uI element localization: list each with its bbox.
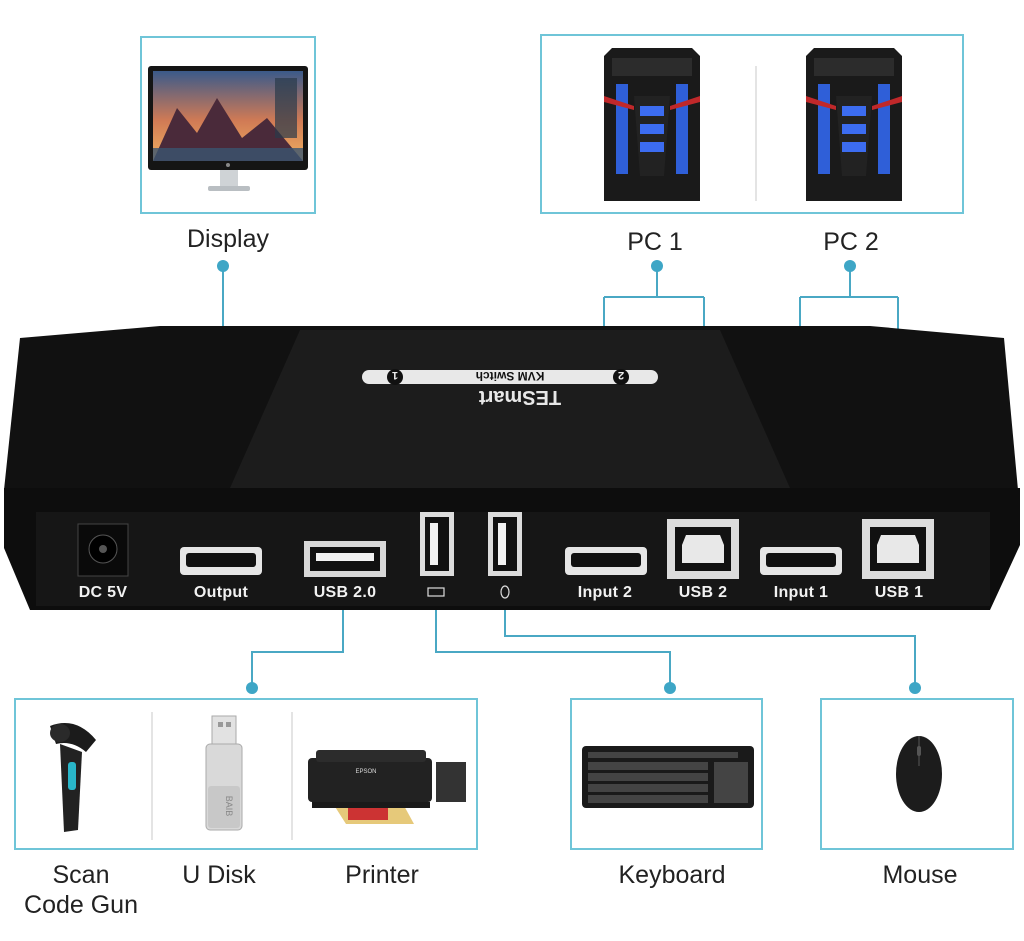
mouse-label: Mouse	[882, 861, 958, 889]
usb20-port	[304, 541, 386, 577]
switch-button-2: 2	[617, 369, 625, 381]
printer-brand: EPSON	[355, 769, 376, 775]
line-usb20-hub	[251, 600, 344, 688]
display-box	[140, 36, 316, 214]
hdmi-input2-port	[565, 547, 647, 575]
port-label-input1: Input 1	[773, 584, 829, 601]
usb-disk-brand: BAIB	[224, 796, 234, 817]
u-disk-label: U Disk	[182, 861, 256, 889]
switch-model: KVM Switch	[475, 369, 545, 383]
display-label: Display	[187, 225, 269, 253]
printer-icon	[308, 750, 466, 824]
keyboard-label: Keyboard	[618, 861, 726, 889]
dot-mouse	[909, 682, 921, 694]
usb-b-port-2	[667, 519, 739, 579]
usb-disk-icon	[205, 715, 243, 831]
switch-brand: TESmart	[478, 386, 562, 408]
port-label-usb1: USB 1	[874, 584, 924, 601]
monitor-image	[148, 66, 308, 191]
dot-keyboard	[664, 682, 676, 694]
pc2-label: PC 2	[823, 228, 879, 256]
line-keyboard	[435, 600, 671, 688]
mouse-box	[820, 698, 1014, 850]
pc2-tower	[806, 48, 902, 201]
usb-devices-box: BAIB EPSON	[14, 698, 478, 850]
mouse-image	[896, 736, 942, 812]
line-pc1	[603, 266, 705, 548]
port-label-output: Output	[193, 584, 249, 601]
pc-box	[540, 34, 964, 214]
dot-pc2	[844, 260, 856, 272]
port-label-usb2: USB 2	[678, 584, 728, 601]
pc1-tower	[604, 48, 700, 201]
mouse-port-icon	[500, 585, 510, 599]
keyboard-port-icon	[427, 587, 445, 597]
dc-jack	[77, 523, 129, 577]
line-pc2	[799, 266, 899, 548]
line-mouse	[504, 600, 916, 688]
hdmi-input1-port	[760, 547, 842, 575]
keyboard-box	[570, 698, 763, 850]
label-strip	[362, 370, 658, 384]
scanner-icon	[50, 723, 96, 832]
port-label-input2: Input 2	[577, 584, 633, 601]
printer-label: Printer	[345, 861, 419, 889]
dot-display	[217, 260, 229, 272]
scan-code-gun-label: Scan Code Gun	[24, 861, 138, 919]
dot-usb-hub	[246, 682, 258, 694]
pc1-label: PC 1	[627, 228, 683, 256]
usb-devices-image: BAIB EPSON	[50, 712, 466, 840]
keyboard-image	[582, 746, 754, 808]
usb-b-port-1	[862, 519, 934, 579]
port-label-dc: DC 5V	[78, 584, 128, 601]
switch-button-1: 1	[391, 369, 399, 381]
hdmi-output-port	[180, 547, 262, 575]
dot-pc1	[651, 260, 663, 272]
pc-towers-image	[604, 48, 902, 201]
usb-mouse-port	[488, 512, 522, 576]
port-label-usb20: USB 2.0	[313, 584, 377, 601]
usb-keyboard-port	[420, 512, 454, 576]
